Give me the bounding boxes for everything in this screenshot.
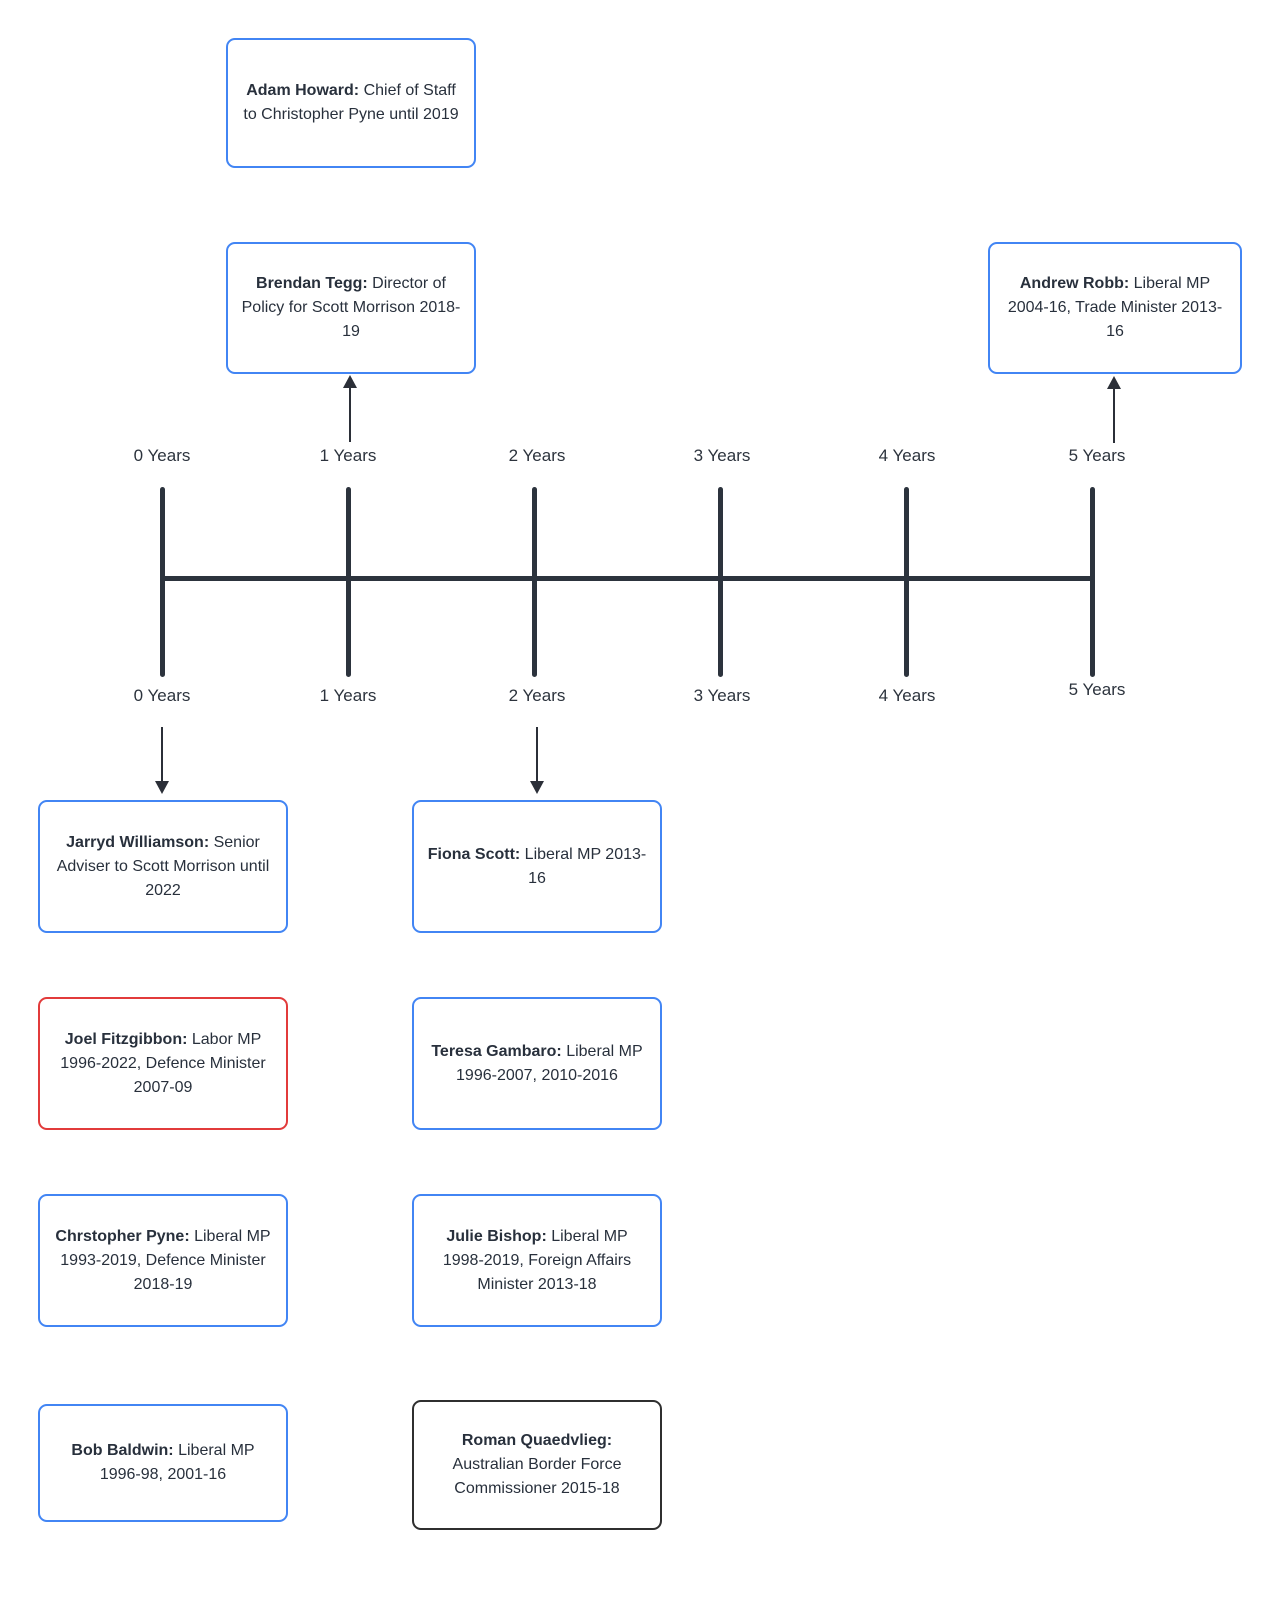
arrowhead-down-icon <box>530 781 544 794</box>
node-joel-fitzgibbon-desc: Labor MP 1996-2022, Defence Minister 200… <box>60 1030 266 1096</box>
node-roman-quaedvlieg-name: Roman Quaedvlieg: <box>461 1432 613 1449</box>
node-fiona-scott-name: Fiona Scott: <box>427 845 521 863</box>
node-teresa-gambaro-text: Teresa Gambaro: Liberal MP 1996-2007, 20… <box>426 1040 648 1088</box>
timeline-label-top-1years: 1 Years <box>319 446 377 465</box>
node-jarryd-williamson-text: Jarryd Williamson: Senior Adviser to Sco… <box>52 831 274 903</box>
node-andrew-robb-name: Andrew Robb: <box>1019 275 1130 292</box>
timeline-label-top-4years: 4 Years <box>878 446 936 465</box>
node-chrstopher-pyne-name: Chrstopher Pyne: <box>55 1227 190 1245</box>
node-julie-bishop-name: Julie Bishop: <box>446 1227 547 1245</box>
node-bob-baldwin-desc: Liberal MP 1996-98, 2001-16 <box>99 1442 255 1483</box>
node-teresa-gambaro-name: Teresa Gambaro: <box>431 1042 562 1060</box>
node-bob-baldwin-name: Bob Baldwin: <box>71 1442 174 1459</box>
arrow-stem <box>349 388 351 442</box>
node-adam-howard: Adam Howard: Chief of Staff to Christoph… <box>226 38 476 168</box>
node-adam-howard-desc: Chief of Staff to Christopher Pyne until… <box>243 82 459 123</box>
timeline-label-bottom-3years: 3 Years <box>693 686 751 705</box>
timeline-label-bottom-5years: 5 Years <box>1068 680 1126 699</box>
node-chrstopher-pyne-text: Chrstopher Pyne: Liberal MP 1993-2019, D… <box>52 1225 274 1297</box>
node-jarryd-williamson: Jarryd Williamson: Senior Adviser to Sco… <box>38 800 288 933</box>
timeline-label-top-3years: 3 Years <box>693 446 751 465</box>
node-roman-quaedvlieg-desc: Australian Border Force Commissioner 201… <box>452 1456 622 1497</box>
node-julie-bishop-desc: Liberal MP 1998-2019, Foreign Affairs Mi… <box>442 1227 632 1293</box>
node-brendan-tegg-desc: Director of Policy for Scott Morrison 20… <box>241 275 461 340</box>
node-andrew-robb-desc: Liberal MP 2004-16, Trade Minister 2013-… <box>1007 275 1223 340</box>
arrow-5years-to-andrew-robb <box>1107 376 1121 443</box>
node-joel-fitzgibbon-text: Joel Fitzgibbon: Labor MP 1996-2022, Def… <box>52 1028 274 1100</box>
node-chrstopher-pyne-desc: Liberal MP 1993-2019, Defence Minister 2… <box>60 1227 271 1293</box>
arrow-0years-to-jarryd-williamson <box>155 727 169 794</box>
arrowhead-up-icon <box>343 375 357 388</box>
node-bob-baldwin: Bob Baldwin: Liberal MP 1996-98, 2001-16 <box>38 1404 288 1522</box>
node-roman-quaedvlieg-text: Roman Quaedvlieg: Australian Border Forc… <box>426 1429 648 1501</box>
timeline-axis <box>160 576 1094 581</box>
node-chrstopher-pyne: Chrstopher Pyne: Liberal MP 1993-2019, D… <box>38 1194 288 1327</box>
node-fiona-scott: Fiona Scott: Liberal MP 2013-16 <box>412 800 662 933</box>
node-andrew-robb-text: Andrew Robb: Liberal MP 2004-16, Trade M… <box>1002 272 1228 344</box>
node-jarryd-williamson-name: Jarryd Williamson: <box>66 833 210 851</box>
node-brendan-tegg-name: Brendan Tegg: <box>256 275 368 292</box>
timeline-label-top-2years: 2 Years <box>508 446 566 465</box>
arrow-1year-to-brendan-tegg <box>343 375 357 442</box>
timeline-tick-5years <box>1090 487 1095 677</box>
node-andrew-robb: Andrew Robb: Liberal MP 2004-16, Trade M… <box>988 242 1242 374</box>
node-julie-bishop-text: Julie Bishop: Liberal MP 1998-2019, Fore… <box>426 1225 648 1297</box>
timeline-label-top-0years: 0 Years <box>133 446 191 465</box>
node-fiona-scott-desc: Liberal MP 2013-16 <box>520 845 647 887</box>
node-adam-howard-text: Adam Howard: Chief of Staff to Christoph… <box>240 79 462 127</box>
arrow-2years-to-fiona-scott <box>530 727 544 794</box>
node-brendan-tegg-text: Brendan Tegg: Director of Policy for Sco… <box>240 272 462 344</box>
node-julie-bishop: Julie Bishop: Liberal MP 1998-2019, Fore… <box>412 1194 662 1327</box>
arrow-stem <box>536 727 538 781</box>
timeline-tick-1years <box>346 487 351 677</box>
timeline-tick-4years <box>904 487 909 677</box>
arrow-stem <box>161 727 163 781</box>
timeline-label-top-5years: 5 Years <box>1068 446 1126 465</box>
timeline-tick-0years <box>160 487 165 677</box>
timeline-tick-3years <box>718 487 723 677</box>
node-roman-quaedvlieg: Roman Quaedvlieg: Australian Border Forc… <box>412 1400 662 1530</box>
timeline-label-bottom-1years: 1 Years <box>319 686 377 705</box>
timeline-label-bottom-2years: 2 Years <box>508 686 566 705</box>
arrowhead-down-icon <box>155 781 169 794</box>
arrow-stem <box>1113 389 1115 443</box>
node-teresa-gambaro: Teresa Gambaro: Liberal MP 1996-2007, 20… <box>412 997 662 1130</box>
arrowhead-up-icon <box>1107 376 1121 389</box>
timeline-label-bottom-0years: 0 Years <box>133 686 191 705</box>
node-teresa-gambaro-desc: Liberal MP 1996-2007, 2010-2016 <box>456 1042 643 1084</box>
timeline-label-bottom-4years: 4 Years <box>878 686 936 705</box>
node-adam-howard-name: Adam Howard: <box>246 82 360 99</box>
node-bob-baldwin-text: Bob Baldwin: Liberal MP 1996-98, 2001-16 <box>52 1439 274 1487</box>
node-joel-fitzgibbon-name: Joel Fitzgibbon: <box>64 1030 188 1048</box>
node-fiona-scott-text: Fiona Scott: Liberal MP 2013-16 <box>426 843 648 891</box>
node-jarryd-williamson-desc: Senior Adviser to Scott Morrison until 2… <box>56 833 270 899</box>
timeline-tick-2years <box>532 487 537 677</box>
node-brendan-tegg: Brendan Tegg: Director of Policy for Sco… <box>226 242 476 374</box>
node-joel-fitzgibbon: Joel Fitzgibbon: Labor MP 1996-2022, Def… <box>38 997 288 1130</box>
